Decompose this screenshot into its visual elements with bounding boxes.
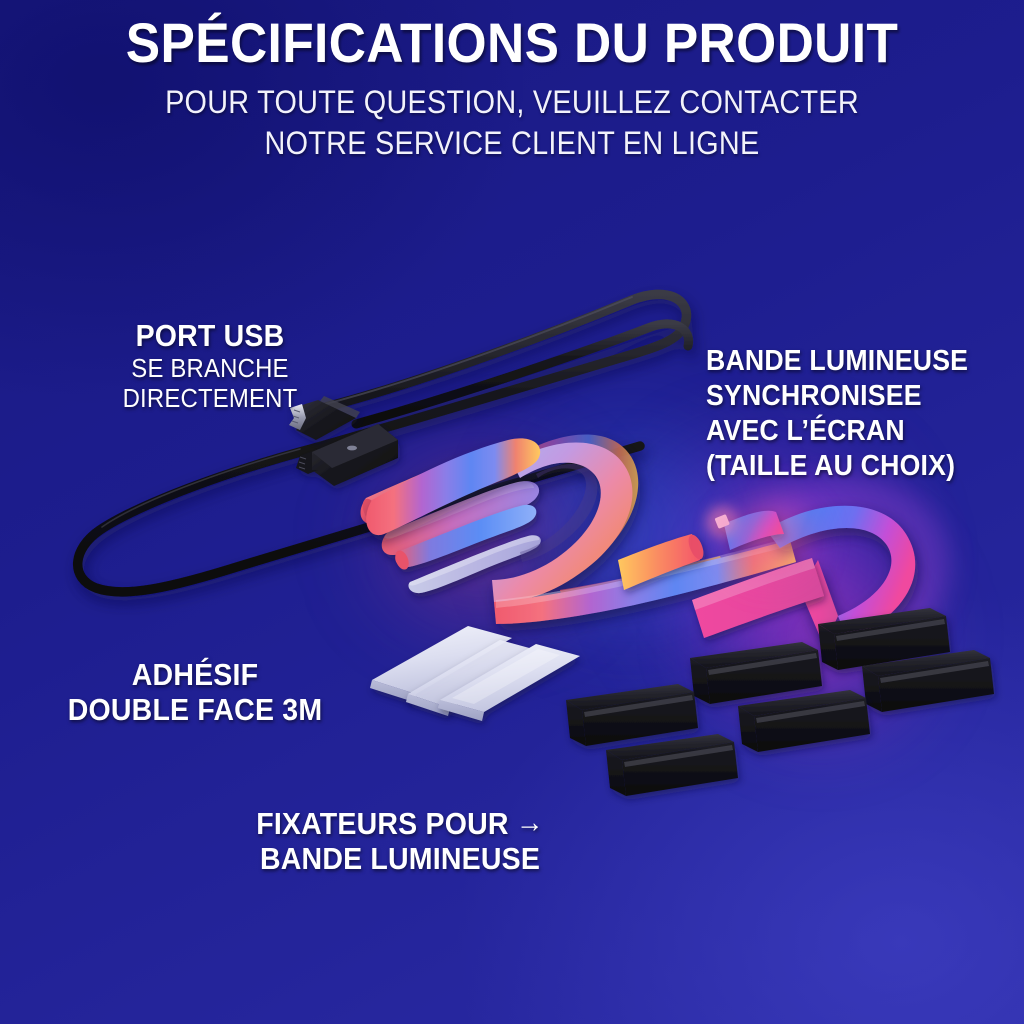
callout-fixtures-text: FIXATEURS POUR <box>256 806 509 841</box>
mounting-clip <box>818 608 950 670</box>
usb-a-connector <box>289 396 360 440</box>
adhesive-pad <box>370 626 512 702</box>
callout-strip-line-2: SYNCHRONISEE <box>706 380 922 413</box>
callout-fixtures-line-2: BANDE LUMINEUSE <box>259 841 541 877</box>
callout-usb-line-1: SE BRANCHE <box>131 353 289 384</box>
callout-usb-port: PORT USB SE BRANCHE DIRECTEMENT <box>60 318 360 413</box>
callout-adhesive: ADHÉSIF DOUBLE FACE 3M <box>30 657 360 727</box>
header-subtitle: POUR TOUTE QUESTION, VEUILLEZ CONTACTER … <box>51 82 973 164</box>
arrow-right-icon: → <box>515 806 544 839</box>
inline-control-box <box>296 424 398 486</box>
callout-light-strip: BANDE LUMINEUSE SYNCHRONISEE AVEC L’ÉCRA… <box>706 344 1024 484</box>
callout-strip-line-3: AVEC L’ÉCRAN <box>706 415 905 448</box>
page-title: SPÉCIFICATIONS DU PRODUIT <box>125 11 899 74</box>
callout-usb-line-2: DIRECTEMENT <box>122 383 298 414</box>
callout-fixtures-line-1: FIXATEURS POUR→ <box>216 806 584 841</box>
mounting-clips <box>566 608 994 796</box>
subtitle-line-2: NOTRE SERVICE CLIENT EN LIGNE <box>264 125 760 162</box>
adhesive-pads <box>370 626 580 721</box>
subtitle-line-1: POUR TOUTE QUESTION, VEUILLEZ CONTACTER <box>165 84 859 121</box>
adhesive-pad <box>438 644 580 721</box>
usb-cable <box>73 289 694 597</box>
mounting-clip <box>738 690 870 752</box>
mounting-clip <box>862 650 994 712</box>
callout-adhesive-line-2: DOUBLE FACE 3M <box>67 692 323 728</box>
callout-usb-title: PORT USB <box>135 318 285 353</box>
mounting-clip <box>690 642 822 704</box>
mounting-clip <box>606 734 738 796</box>
callout-adhesive-line-1: ADHÉSIF <box>131 657 259 692</box>
callout-strip-line-1: BANDE LUMINEUSE <box>706 345 969 377</box>
adhesive-pad <box>406 640 544 716</box>
header: SPÉCIFICATIONS DU PRODUIT POUR TOUTE QUE… <box>0 11 1024 164</box>
callout-strip-line-4: (TAILLE AU CHOIX) <box>706 450 956 483</box>
callout-fixtures: FIXATEURS POUR→ BANDE LUMINEUSE <box>200 806 600 876</box>
mounting-clip <box>566 684 698 746</box>
